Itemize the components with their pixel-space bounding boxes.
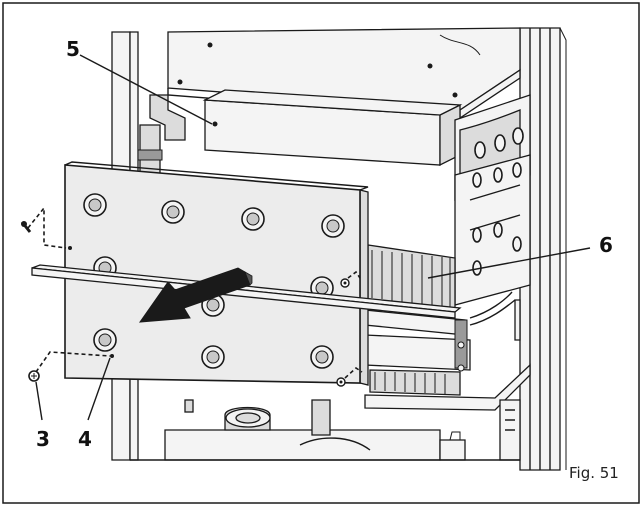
guide-rail <box>31 264 462 319</box>
leader-lines <box>35 54 591 421</box>
front-panel <box>64 161 369 386</box>
screw-bottom-left <box>28 370 40 382</box>
electrode-assembly <box>364 291 531 411</box>
elbow-pipe <box>137 94 186 185</box>
panel-holes-row-1 <box>83 193 345 238</box>
callout-6: 6 <box>599 233 613 257</box>
hood-screw-3 <box>177 79 183 85</box>
callout-4: 4 <box>78 427 92 451</box>
leader-5 <box>79 54 213 125</box>
figure-caption: Fig. 51 <box>569 464 619 482</box>
fixing-screws <box>20 205 363 387</box>
hood-screw-2 <box>427 63 433 69</box>
leader-6 <box>427 247 591 279</box>
leader-4 <box>87 357 111 421</box>
callout-3: 3 <box>36 427 50 451</box>
leader-3 <box>35 381 43 421</box>
screw-right-upper <box>340 270 361 288</box>
callout-5: 5 <box>66 37 80 61</box>
screw-top-left <box>20 221 32 233</box>
screw-right-lower <box>336 366 363 387</box>
panel-holes-row-2 <box>93 256 334 317</box>
hood-screw-1 <box>207 42 213 48</box>
panel-holes-row-3 <box>93 328 334 369</box>
burner-frame <box>454 154 531 306</box>
combustion-chamber-cover <box>202 89 463 167</box>
removal-arrow <box>138 267 253 323</box>
lower-components <box>130 399 521 461</box>
hood-screw-4 <box>452 92 458 98</box>
